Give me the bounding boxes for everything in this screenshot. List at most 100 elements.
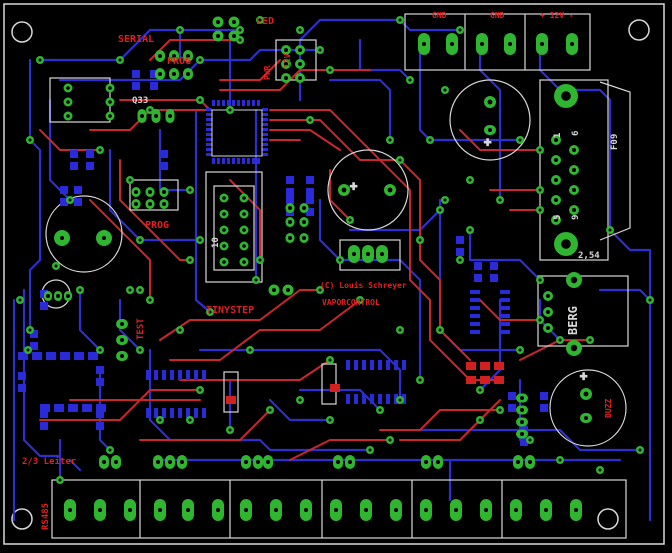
smd-pad [262,128,268,131]
bottom-trace-38 [358,38,412,82]
drill [298,62,302,66]
smd-pad [470,298,480,302]
label-gnd-a: GND [432,11,447,20]
via-drill [358,298,362,302]
via-drill [228,108,232,112]
top-trace-12 [179,359,331,381]
drill [242,212,246,216]
drill [554,178,558,182]
smd-chip [86,150,94,158]
drill [546,294,550,298]
via-drill [478,418,482,422]
drill [108,86,112,90]
drill [284,48,288,52]
smd-chip [286,196,294,204]
smd-chip [150,70,158,78]
drill [158,54,162,58]
drill [583,391,589,397]
via-drill [98,148,102,152]
via-drill [208,310,212,314]
smd-pad [262,113,268,116]
via-drill [254,278,258,282]
drill [570,42,574,46]
smd-pad [470,290,480,294]
drill [286,288,290,292]
drill [454,508,458,512]
bottom-trace-22 [298,388,382,412]
smd-pad [154,370,158,380]
drill [546,310,550,314]
smd-pad [262,153,268,156]
via-drill [538,318,542,322]
drill [352,252,356,256]
smd-chip [40,302,48,310]
drill [120,322,124,326]
top-trace-3 [269,119,501,381]
via-drill [18,298,22,302]
bottom-trace-34 [318,198,342,262]
drill [168,114,172,118]
smd-pad [206,123,212,126]
via-drill [78,288,82,292]
drill [561,91,571,101]
bottom-trace-18 [98,368,112,452]
bottom-trace-25 [418,428,642,452]
via-drill [498,408,502,412]
via-drill [108,448,112,452]
drill [487,99,493,105]
smd-pad [378,394,382,404]
drill [572,208,576,212]
smd-pad [500,322,510,326]
drill [302,220,306,224]
via-drill [26,348,30,352]
drill [266,460,270,464]
drill [484,508,488,512]
smd-pad [247,100,250,106]
smd-chip [508,392,516,400]
smd-pad [32,352,42,360]
drill [572,168,576,172]
smd-pad [394,394,398,404]
drill [46,294,50,298]
drill [242,228,246,232]
smd-chip [456,236,464,244]
smd-pad [170,408,174,418]
drill [572,148,576,152]
via-drill [148,298,152,302]
smd-red [466,376,476,384]
silk-terminal-bottom [51,479,627,539]
label-project: VAPORCONTROL [322,298,380,307]
smd-pad [470,306,480,310]
top-trace-2 [269,109,471,361]
drill [514,508,518,512]
smd-chip [160,162,168,170]
smd-red [480,362,490,370]
smd-pad [237,100,240,106]
via-drill [443,88,447,92]
smd-pad [154,408,158,418]
via-drill [538,278,542,282]
silk-db9-shell [599,81,631,241]
drill [422,42,426,46]
smd-pad [470,314,480,318]
drill [98,508,102,512]
smd-chip [132,70,140,78]
smd-pad [40,404,50,412]
top-trace-8 [119,159,191,261]
label-buzzer: BUZZ [604,399,613,418]
smd-red [466,362,476,370]
drill [232,34,236,38]
smd-pad [68,404,78,412]
smd-pad [370,360,374,370]
drill [148,202,152,206]
drill [222,260,226,264]
smd-pad [237,158,240,164]
via-drill [608,228,612,232]
silk-regulator [339,239,401,271]
silk-terminal-top [404,13,591,71]
drill [168,460,172,464]
top-trace-20 [399,399,501,441]
via-drill [648,298,652,302]
via-drill [418,378,422,382]
drill [544,508,548,512]
